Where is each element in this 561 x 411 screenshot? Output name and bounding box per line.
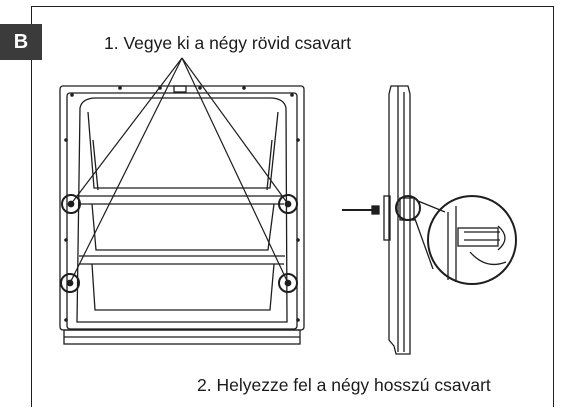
long-screw (342, 205, 380, 215)
step-1-instruction: 1. Vegye ki a négy rövid csavart (104, 33, 352, 53)
door-front-view (59, 85, 305, 345)
mounting-holes (64, 86, 300, 322)
side-detail-marker (395, 195, 421, 221)
figure-frame (31, 6, 554, 407)
leader-lines (69, 57, 289, 284)
step-2-instruction: 2. Helyezze fel a négy hosszú csavart (197, 375, 491, 395)
door-side-view (383, 85, 415, 355)
short-screw-top-left (61, 194, 81, 214)
figure-label-badge: B (0, 24, 42, 60)
magnified-detail (427, 195, 517, 285)
